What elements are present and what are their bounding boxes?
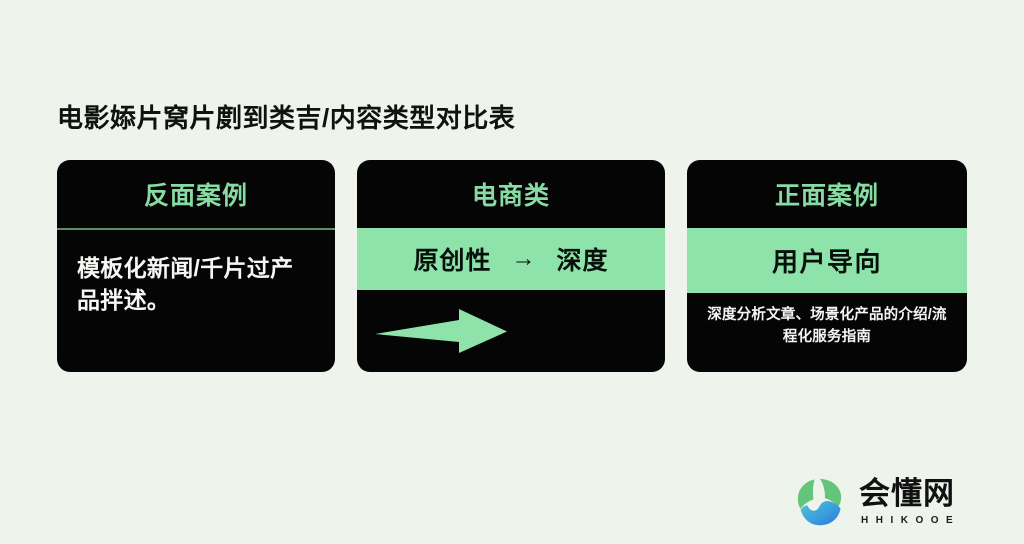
brand-subtitle: HHIKOOE xyxy=(861,514,961,526)
card-negative-header: 反面案例 xyxy=(143,182,248,210)
brand-logo: 会懂网 HHIKOOE xyxy=(793,470,989,532)
brand-name: 会懂网 xyxy=(859,476,955,512)
card-ecommerce-arrow-area xyxy=(357,290,665,372)
card-ecommerce: 电商类 原创性 → 深度 xyxy=(357,160,665,372)
card-ecommerce-band: 原创性 → 深度 xyxy=(357,228,665,290)
band-label-left: 原创性 xyxy=(413,247,492,275)
card-positive-header: 正面案例 xyxy=(774,182,879,210)
brand-logo-text: 会懂网 HHIKOOE xyxy=(859,476,960,526)
band-label-right: 深度 xyxy=(556,247,609,275)
right-arrow-icon xyxy=(375,309,507,353)
card-negative-example: 反面案例 模板化新闻/千片过产品拌述。 xyxy=(57,160,335,372)
card-positive-example: 正面案例 用户导向 深度分析文章、场景化产品的介绍/流程化服务指南 xyxy=(687,160,967,372)
card-negative-body: 模板化新闻/千片过产品拌述。 xyxy=(77,254,294,314)
leaf-wave-circle-icon xyxy=(797,478,842,526)
card-ecommerce-header: 电商类 xyxy=(471,182,550,210)
page-title: 电影婖片窝片剫到类吉/内容类型对比表 xyxy=(57,103,516,133)
comparison-cards-row: 反面案例 模板化新闻/千片过产品拌述。 电商类 原创性 → 深度 正面案例 用户… xyxy=(57,160,967,372)
arrow-right-icon: → xyxy=(511,245,537,272)
card-positive-band: 用户导向 xyxy=(687,228,967,293)
card-positive-caption: 深度分析文章、场景化产品的介绍/流程化服务指南 xyxy=(707,307,947,345)
card-negative-divider xyxy=(57,228,335,230)
